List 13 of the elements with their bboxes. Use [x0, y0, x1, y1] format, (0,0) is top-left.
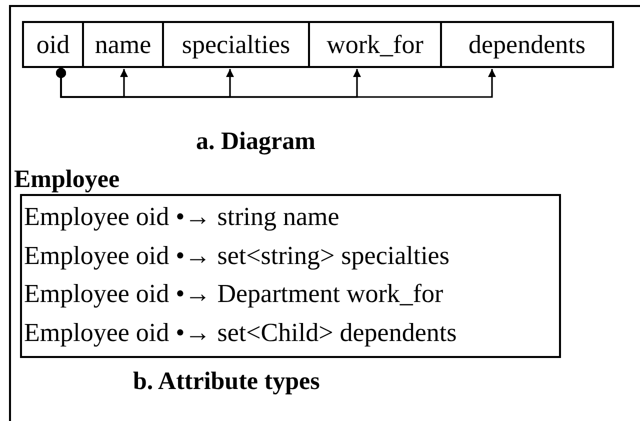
- attribute-cell: specialties: [162, 21, 310, 68]
- type-declaration: Employee oid •→ set<string> specialties: [24, 240, 450, 272]
- attribute-cell: oid: [22, 21, 84, 68]
- attribute-cell: dependents: [440, 21, 614, 68]
- attribute-cell: name: [82, 21, 164, 68]
- type-declaration: Employee oid •→ set<Child> dependents: [24, 316, 457, 349]
- dependency-arrow: [56, 68, 496, 98]
- figure-caption: b. Attribute types: [133, 368, 320, 396]
- type-declaration: Employee oid •→ Department work_for: [24, 278, 444, 310]
- type-declaration: Employee oid •→ string name: [24, 201, 340, 233]
- class-heading: Employee: [14, 166, 120, 194]
- attribute-cell: work_for: [308, 21, 442, 68]
- figure-caption: a. Diagram: [196, 128, 316, 156]
